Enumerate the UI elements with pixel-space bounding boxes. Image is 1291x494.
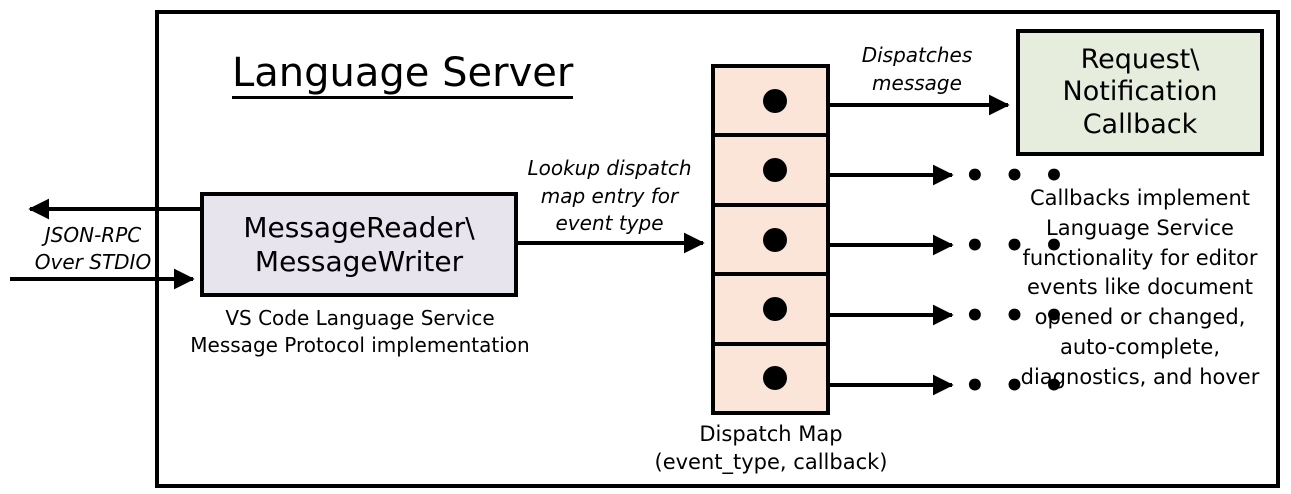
message-reader-writer-caption-line1: VS Code Language Service (225, 306, 495, 330)
dispatches-message-edge-label-line2: message (872, 70, 962, 95)
dispatch-map-table[interactable] (711, 64, 830, 415)
request-notification-callback-node[interactable]: Request\ Notification Callback (1016, 29, 1264, 156)
dispatch-map-row-4[interactable] (715, 346, 826, 411)
callback-description-line7: diagnostics, and hover (1020, 364, 1260, 389)
dispatch-map-row-2[interactable] (715, 207, 826, 277)
language-server-boundary (155, 10, 1280, 488)
dispatches-message-edge-label: Dispatches message (832, 42, 1002, 97)
callback-pointer-dot-icon (763, 227, 787, 252)
callback-description-line3: functionality for editor (1022, 245, 1258, 270)
callback-pointer-dot-icon (763, 296, 787, 321)
callback-description-line4: events like document (1026, 275, 1254, 300)
ellipsis-row-1: • • • (964, 156, 1068, 196)
callback-label-line2: Notification (1062, 76, 1218, 108)
ellipsis-row-3: • • • (964, 296, 1068, 336)
callback-label-line3: Callback (1082, 108, 1198, 140)
lookup-dispatch-edge-label-line2: map entry for (540, 183, 679, 208)
message-reader-writer-caption: VS Code Language Service Message Protoco… (190, 305, 530, 359)
ellipsis-row-4: • • • (964, 366, 1068, 406)
dispatch-map-caption: Dispatch Map (event_type, callback) (640, 420, 902, 477)
dispatch-map-row-1[interactable] (715, 137, 826, 207)
lookup-dispatch-edge-label-line1: Lookup dispatch (527, 156, 692, 180)
callback-description-line2: Language Service (1046, 215, 1234, 240)
jsonrpc-stdio-label-line2: Over STDIO (34, 250, 152, 274)
message-reader-writer-label-line2: MessageWriter (254, 244, 464, 278)
callback-description-line1: Callbacks implement (1029, 186, 1251, 210)
dispatch-map-caption-line1: Dispatch Map (699, 422, 843, 446)
callback-label-line1: Request\ (1080, 43, 1200, 75)
dispatches-message-edge-label-line1: Dispatches (861, 43, 973, 67)
callback-description-line5: opened or changed, (1034, 305, 1246, 330)
callback-description-line6: auto-complete, (1060, 335, 1220, 360)
message-reader-writer-node[interactable]: MessageReader\ MessageWriter (200, 192, 518, 297)
callback-pointer-dot-icon (763, 88, 787, 113)
jsonrpc-stdio-label-line1: JSON-RPC (44, 223, 142, 247)
dispatch-map-row-0[interactable] (715, 68, 826, 138)
ellipsis-row-2: • • • (964, 226, 1068, 266)
page-title: Language Server (232, 52, 574, 99)
dispatch-map-row-3[interactable] (715, 276, 826, 346)
lookup-dispatch-edge-label: Lookup dispatch map entry for event type (512, 155, 707, 238)
callback-pointer-dot-icon (763, 366, 787, 391)
lookup-dispatch-edge-label-line3: event type (555, 211, 664, 236)
callback-description: Callbacks implement Language Service fun… (1006, 184, 1274, 393)
message-reader-writer-caption-line2: Message Protocol implementation (190, 333, 530, 357)
jsonrpc-stdio-label: JSON-RPC Over STDIO (18, 222, 168, 276)
callback-pointer-dot-icon (763, 158, 787, 183)
message-reader-writer-label-line1: MessageReader\ (243, 211, 475, 245)
dispatch-map-caption-line2: (event_type, callback) (654, 450, 888, 475)
